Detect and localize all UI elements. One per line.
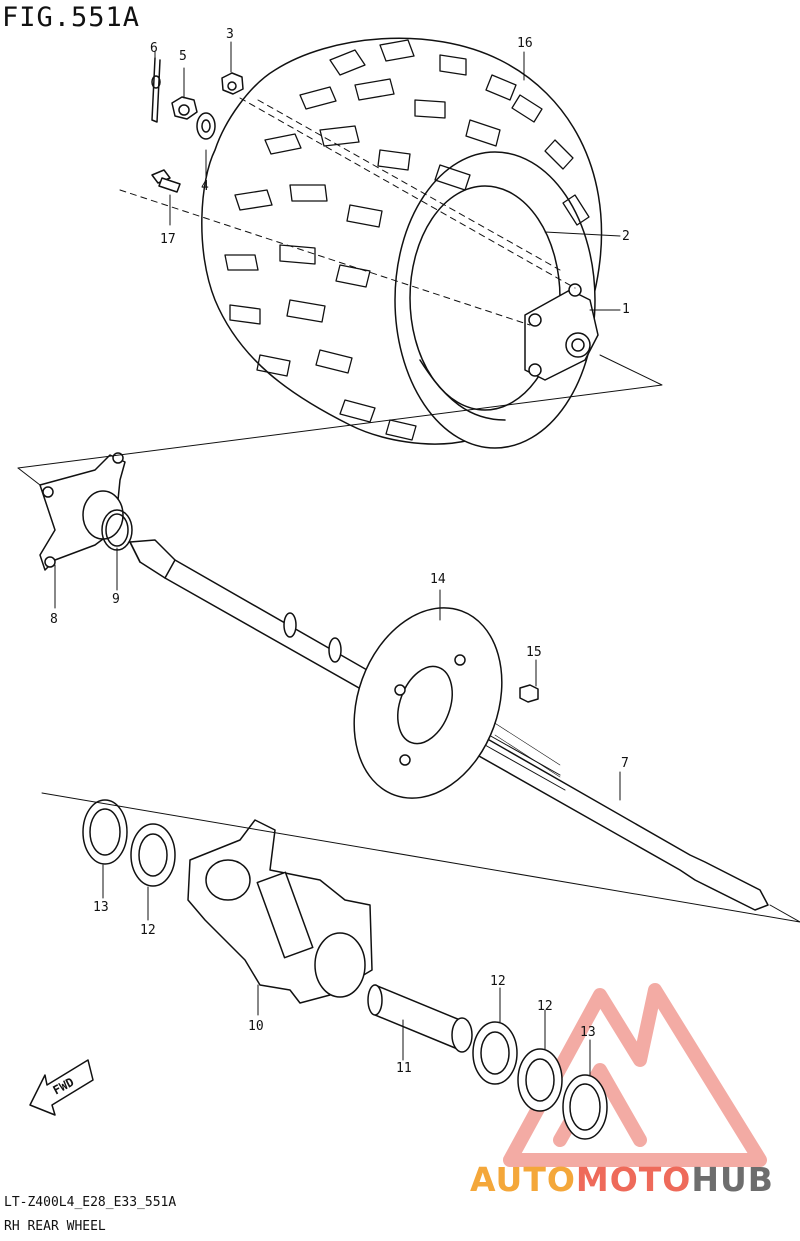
oil-seal-left [82,799,128,865]
watermark-wordmark: AUTOMOTOHUB [470,1160,774,1199]
part-label: 15 [526,645,542,660]
bearing-right-1 [472,1021,518,1085]
part-labels: 1 2 3 4 5 6 7 8 9 10 11 12 12 12 13 13 1… [50,27,630,1076]
watermark-part: HUB [691,1160,774,1199]
part-label: 8 [50,612,58,627]
part-label: 16 [517,36,533,51]
part-label: 13 [580,1025,596,1040]
spacer-tube [367,984,473,1053]
part-label: 17 [160,232,176,247]
part-label: 5 [179,49,187,64]
tire [201,37,603,449]
cotter-pin [151,57,161,123]
part-label: 7 [621,756,629,771]
diagram-name: RH REAR WHEEL [4,1219,106,1234]
bearing-right-2 [517,1048,563,1112]
watermark-part: AUTO [470,1160,576,1199]
leader-lines [54,41,621,1076]
wheel-nut [221,72,244,95]
part-label: 13 [93,900,109,915]
part-label: 11 [396,1061,412,1076]
assembly-guide-lines [17,97,800,923]
part-label: 10 [248,1019,264,1034]
figure-title: FIG.551A [2,2,141,33]
part-label: 1 [622,302,630,317]
part-label: 3 [226,27,234,42]
rear-hub [39,452,126,571]
watermark-part: MOTO [575,1160,692,1199]
part-label: 6 [150,41,158,56]
brake-disc [353,607,503,799]
oil-seal-right [562,1074,608,1140]
part-label: 2 [622,229,630,244]
castle-nut [171,96,198,120]
fwd-arrow-icon [29,1059,94,1116]
disc-bolt [519,684,539,703]
part-label: 12 [140,923,156,938]
part-label: 12 [490,974,506,989]
diagram-code: LT-Z400L4_E28_E33_551A [4,1195,177,1210]
part-label: 14 [430,572,446,587]
wheel-stud [151,169,181,193]
part-label: 4 [201,179,209,194]
wheel-hub [524,283,599,381]
washer [196,112,216,140]
part-label: 12 [537,999,553,1014]
axle-housing [187,819,373,1004]
bearing-left [130,823,176,887]
part-label: 9 [112,592,120,607]
